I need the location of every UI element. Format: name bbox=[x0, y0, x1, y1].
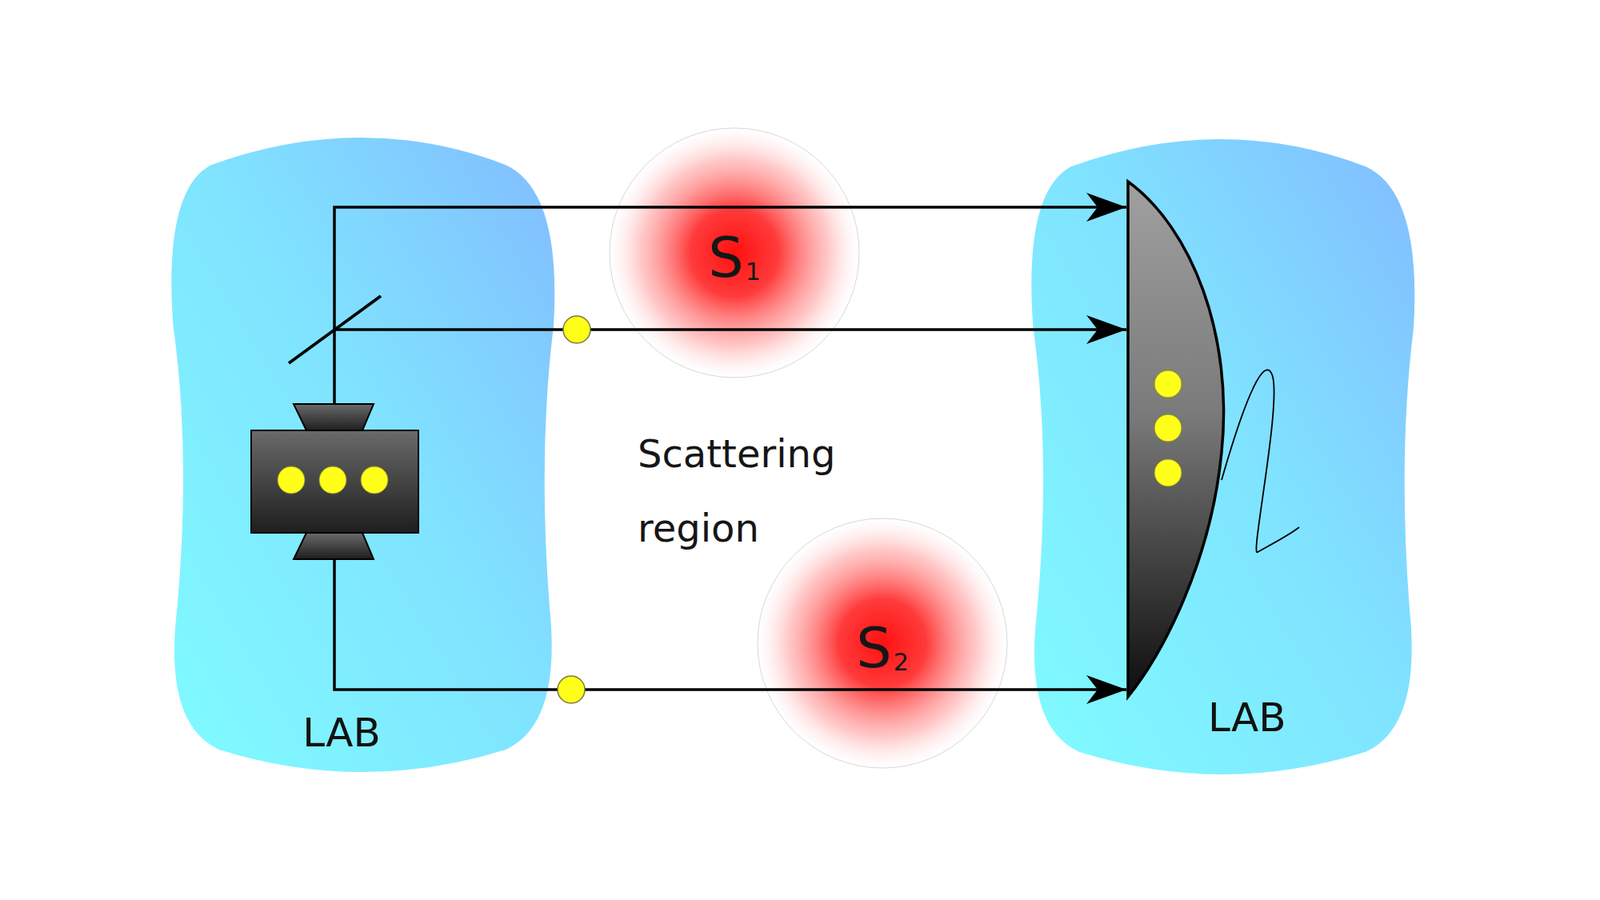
scatterer-glow bbox=[757, 518, 1008, 768]
lab-blob bbox=[1031, 139, 1415, 775]
symbol-letter: S bbox=[708, 229, 744, 286]
symbol-letter: S bbox=[856, 620, 892, 676]
lab-blob bbox=[171, 137, 555, 772]
particle-dot bbox=[557, 676, 585, 704]
beam-path-top bbox=[334, 207, 1127, 404]
source-body bbox=[251, 430, 419, 533]
particle-dot bbox=[319, 466, 347, 494]
beam-splitter bbox=[288, 296, 381, 364]
scatterer-glow bbox=[609, 128, 860, 378]
symbol-subscript: 1 bbox=[745, 260, 761, 284]
beam-path-bottom bbox=[334, 559, 1127, 690]
detector-cable bbox=[1221, 369, 1300, 552]
source-nozzle bbox=[293, 404, 374, 431]
beam-path-middle bbox=[334, 328, 1127, 332]
particle-source bbox=[251, 404, 419, 560]
particle-dot bbox=[1154, 414, 1182, 442]
detector bbox=[1128, 181, 1224, 697]
lab-label: LAB bbox=[1208, 694, 1287, 741]
particle-dot bbox=[1154, 459, 1182, 487]
particle-dot bbox=[360, 466, 388, 494]
scatterer-symbol: S2 bbox=[856, 620, 909, 676]
particle-dot bbox=[563, 316, 591, 344]
symbol-subscript: 2 bbox=[893, 650, 909, 675]
particle-dot bbox=[1154, 370, 1182, 398]
lab-label: LAB bbox=[302, 709, 381, 756]
scatterer: S2 bbox=[756, 517, 1008, 769]
particle-dot bbox=[277, 466, 305, 494]
source-nozzle bbox=[293, 532, 374, 560]
scatterer: S1 bbox=[608, 127, 860, 379]
region-label: Scattering region bbox=[637, 416, 902, 566]
scatterer-symbol: S1 bbox=[708, 229, 761, 286]
detector-screen bbox=[1128, 181, 1224, 697]
